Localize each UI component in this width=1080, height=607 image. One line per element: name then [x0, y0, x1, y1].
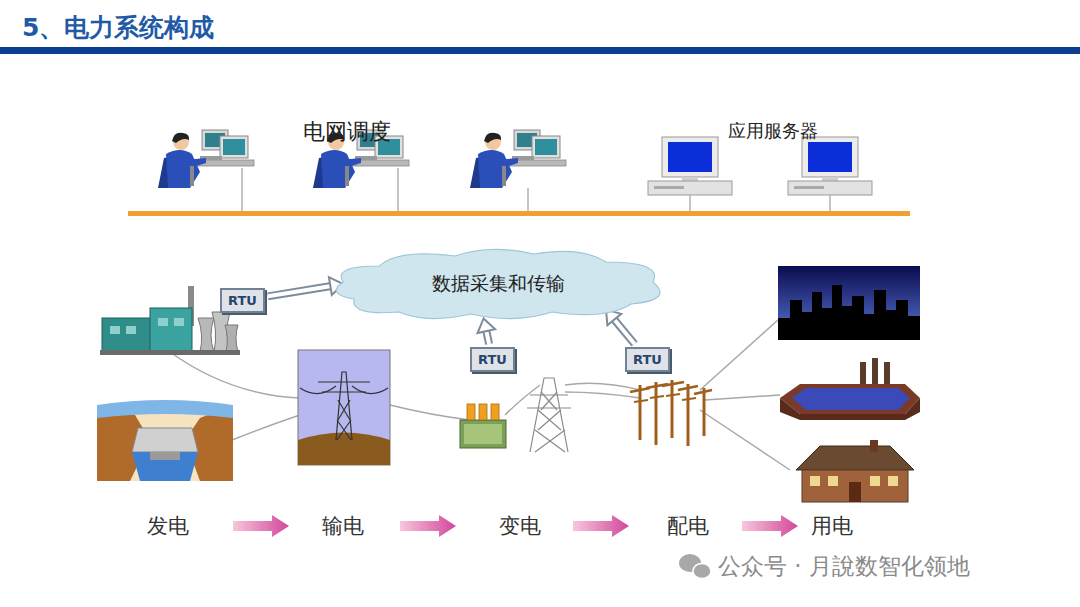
transmission-tower	[298, 350, 390, 465]
arrow-shaft	[268, 286, 331, 296]
rtu-label: RTU	[228, 293, 257, 308]
stage-label: 配电	[667, 512, 709, 540]
bus-drops	[242, 168, 830, 212]
application-servers	[648, 137, 872, 195]
arrow-shaft	[486, 330, 489, 344]
factory	[780, 358, 920, 420]
hydro-dam	[97, 400, 233, 481]
rtu-label: RTU	[478, 352, 507, 367]
house	[796, 440, 914, 502]
data-uplink-arrow	[478, 318, 496, 344]
cloud-label: 数据采集和传输	[432, 271, 565, 297]
rtu-box: RTU	[470, 347, 515, 372]
rtu-label: RTU	[633, 352, 662, 367]
arrow-shaft	[614, 319, 635, 344]
title-bar	[0, 47, 1080, 54]
arrow-shaft-outline	[614, 319, 635, 344]
operator-figure	[470, 130, 566, 188]
rtu-box: RTU	[220, 288, 265, 313]
operator-figure	[158, 130, 254, 188]
lattice-tower	[527, 378, 571, 452]
distribution-poles	[630, 380, 712, 446]
dispatch-label: 电网调度	[303, 117, 391, 147]
network-bus	[128, 211, 910, 216]
stage-label: 变电	[499, 512, 541, 540]
server-label: 应用服务器	[728, 119, 818, 143]
data-uplink-arrow	[268, 277, 343, 296]
data-uplink-arrow	[606, 310, 635, 344]
power-plant	[100, 286, 240, 355]
wechat-icon	[679, 554, 711, 579]
server-computer	[788, 137, 872, 195]
arrow-shaft-outline	[268, 286, 331, 296]
power-wires	[170, 320, 790, 470]
transformer	[460, 404, 506, 448]
stage-label: 输电	[322, 512, 364, 540]
data-cloud: 数据采集和传输	[318, 244, 678, 324]
city-skyline	[778, 266, 920, 340]
arrow-head	[478, 318, 496, 333]
stage-label: 用电	[811, 512, 853, 540]
watermark: 公众号 · 月說数智化领地	[718, 551, 970, 582]
cloud-outline	[336, 249, 660, 318]
slide-title: 5、电力系统构成	[22, 11, 214, 44]
rtu-box: RTU	[625, 347, 670, 372]
arrow-shaft-outline	[486, 330, 489, 344]
stage-label: 发电	[147, 512, 189, 540]
server-computer	[648, 137, 732, 195]
